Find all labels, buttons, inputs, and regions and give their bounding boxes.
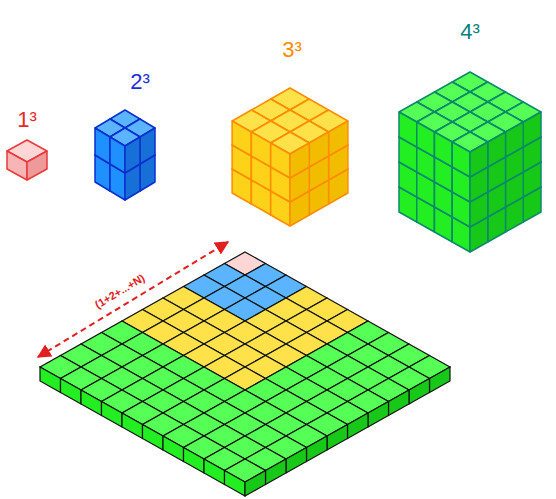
cube-face [140, 128, 155, 164]
cube-stack [232, 88, 348, 226]
cube-face [329, 121, 348, 156]
cube-stack [399, 72, 541, 252]
cube-face [309, 132, 328, 167]
grid-cell [348, 413, 369, 439]
grid-cell [143, 425, 164, 451]
cube-face [452, 142, 470, 177]
grid-cell [81, 390, 102, 416]
grid-cell [327, 425, 348, 451]
cube-face [7, 151, 27, 180]
cube-stack [95, 110, 155, 200]
cube-label: 2³ [130, 71, 150, 93]
dimension-label: (1+2+...+N) [93, 272, 147, 310]
grid-cell [409, 379, 430, 405]
cube-face [95, 128, 110, 164]
grid-cell [122, 413, 143, 439]
grid-cell [204, 459, 225, 485]
cube-face [488, 132, 506, 167]
cube-face [417, 122, 435, 157]
cube-face [125, 137, 140, 173]
grid-cell [307, 436, 328, 462]
grid-cell [40, 367, 61, 393]
cube-face [435, 132, 453, 167]
cube-face [506, 122, 524, 157]
cube-label: 4³ [460, 21, 480, 43]
cube-label: 1³ [17, 109, 37, 131]
grid-cell [102, 402, 123, 428]
grid-cell [368, 402, 389, 428]
cube-stack [7, 140, 47, 180]
grid-cell [266, 459, 287, 485]
cube-stacks [7, 72, 541, 252]
cube-face [27, 151, 47, 180]
cube-face [271, 143, 290, 178]
grid-cell [286, 448, 307, 474]
flat-square [40, 252, 450, 496]
cube-face [523, 112, 541, 147]
grid-cell [61, 379, 82, 405]
grid-cell [389, 390, 410, 416]
grid-cell [163, 436, 184, 462]
grid-cell [225, 471, 246, 497]
cube-face [290, 143, 309, 178]
grid-cell [430, 367, 451, 393]
grid-cell [245, 471, 266, 497]
cube-face [232, 121, 251, 156]
cube-face [399, 112, 417, 147]
cube-face [251, 132, 270, 167]
cube-face [110, 137, 125, 173]
dimension-arrow [38, 242, 228, 357]
cube-label: 3³ [282, 39, 302, 61]
cube-face [470, 142, 488, 177]
grid-cell [184, 448, 205, 474]
